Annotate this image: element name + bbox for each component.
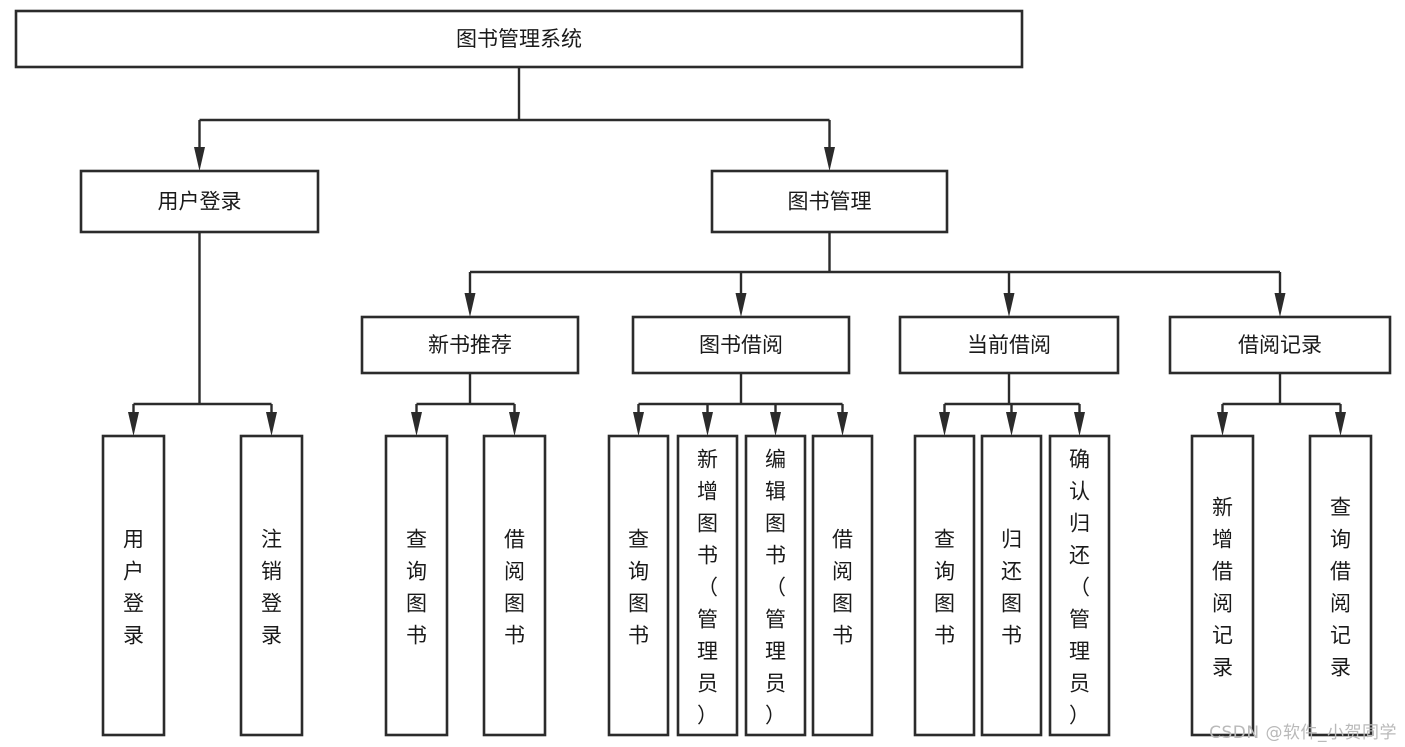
node-borrow-add-book[interactable]: 新增图书（管理员） [676,434,739,737]
node-label-current-query-book: 查询图书 [934,527,955,647]
arrow-head-icon [1274,293,1286,317]
node-root[interactable]: 图书管理系统 [14,9,1024,69]
arrow-head-icon [464,293,476,317]
node-box-current-query-book [913,434,976,737]
node-box-book-borrow [631,315,851,375]
node-box-user-login [79,169,320,234]
node-user-login-leaf[interactable]: 用户登录 [101,434,166,737]
node-current-query-book[interactable]: 查询图书 [913,434,976,737]
arrow-head-icon [411,412,422,436]
node-borrow-edit-book[interactable]: 编辑图书（管理员） [744,434,807,737]
node-box-record-add [1190,434,1255,737]
connector-layer [128,67,1346,436]
node-label-record-query: 查询借阅记录 [1330,495,1351,679]
node-new-book-recommend[interactable]: 新书推荐 [360,315,580,375]
node-box-book-manage [710,169,949,234]
node-box-borrow-query-book [607,434,670,737]
arrow-head-icon [770,412,781,436]
node-user-login[interactable]: 用户登录 [79,169,320,234]
node-recommend-borrow-book[interactable]: 借阅图书 [482,434,547,737]
node-label-borrow-edit-book: 编辑图书（管理员） [765,447,786,727]
node-box-borrow-lend-book [811,434,874,737]
arrow-head-icon [1335,412,1346,436]
node-label-book-manage: 图书管理 [788,190,872,214]
node-record-query[interactable]: 查询借阅记录 [1308,434,1373,737]
node-box-current-borrow [898,315,1120,375]
node-record-add[interactable]: 新增借阅记录 [1190,434,1255,737]
arrow-head-icon [824,147,835,171]
node-label-recommend-borrow-book: 借阅图书 [504,527,525,647]
node-label-current-borrow: 当前借阅 [967,333,1051,357]
node-current-return-book[interactable]: 归还图书 [980,434,1043,737]
node-label-new-book-recommend: 新书推荐 [428,333,512,357]
node-label-current-confirm-return: 确认归还（管理员） [1069,447,1090,727]
node-label-current-return-book: 归还图书 [1001,527,1022,647]
arrow-head-icon [266,412,277,436]
node-borrow-record[interactable]: 借阅记录 [1168,315,1392,375]
node-box-current-confirm-return [1048,434,1111,737]
arrow-head-icon [509,412,520,436]
node-recommend-query-book[interactable]: 查询图书 [384,434,449,737]
node-label-borrow-add-book: 新增图书（管理员） [697,447,718,727]
arrow-head-icon [1217,412,1228,436]
node-box-borrow-edit-book [744,434,807,737]
arrow-head-icon [1003,293,1015,317]
node-current-borrow[interactable]: 当前借阅 [898,315,1120,375]
arrow-head-icon [194,147,205,171]
arrow-head-icon [128,412,139,436]
node-box-recommend-query-book [384,434,449,737]
node-label-root: 图书管理系统 [456,27,582,51]
node-label-record-add: 新增借阅记录 [1212,495,1233,679]
node-box-root [14,9,1024,69]
arrow-head-icon [837,412,848,436]
node-label-borrow-lend-book: 借阅图书 [832,527,853,647]
node-layer: 图书管理系统用户登录用户登录注销登录图书管理新书推荐查询图书借阅图书图书借阅查询… [14,9,1392,737]
node-box-current-return-book [980,434,1043,737]
node-book-borrow[interactable]: 图书借阅 [631,315,851,375]
arrow-head-icon [1074,412,1085,436]
node-box-borrow-record [1168,315,1392,375]
arrow-head-icon [939,412,950,436]
arrow-head-icon [735,293,747,317]
arrow-head-icon [702,412,713,436]
node-label-book-borrow: 图书借阅 [699,333,783,357]
node-label-user-login-leaf: 用户登录 [123,527,144,647]
node-logout-leaf[interactable]: 注销登录 [239,434,304,737]
node-box-logout-leaf [239,434,304,737]
node-label-user-login: 用户登录 [158,190,242,214]
node-label-borrow-query-book: 查询图书 [628,527,649,647]
node-current-confirm-return[interactable]: 确认归还（管理员） [1048,434,1111,737]
node-label-borrow-record: 借阅记录 [1238,333,1322,357]
node-label-logout-leaf: 注销登录 [261,527,282,647]
watermark-label: CSDN @软件_小贺同学 [1209,723,1397,743]
node-borrow-lend-book[interactable]: 借阅图书 [811,434,874,737]
node-label-recommend-query-book: 查询图书 [406,527,427,647]
node-borrow-query-book[interactable]: 查询图书 [607,434,670,737]
arrow-head-icon [1006,412,1017,436]
node-box-user-login-leaf [101,434,166,737]
node-box-new-book-recommend [360,315,580,375]
node-box-record-query [1308,434,1373,737]
arrow-head-icon [633,412,644,436]
node-box-borrow-add-book [676,434,739,737]
node-box-recommend-borrow-book [482,434,547,737]
node-book-manage[interactable]: 图书管理 [710,169,949,234]
